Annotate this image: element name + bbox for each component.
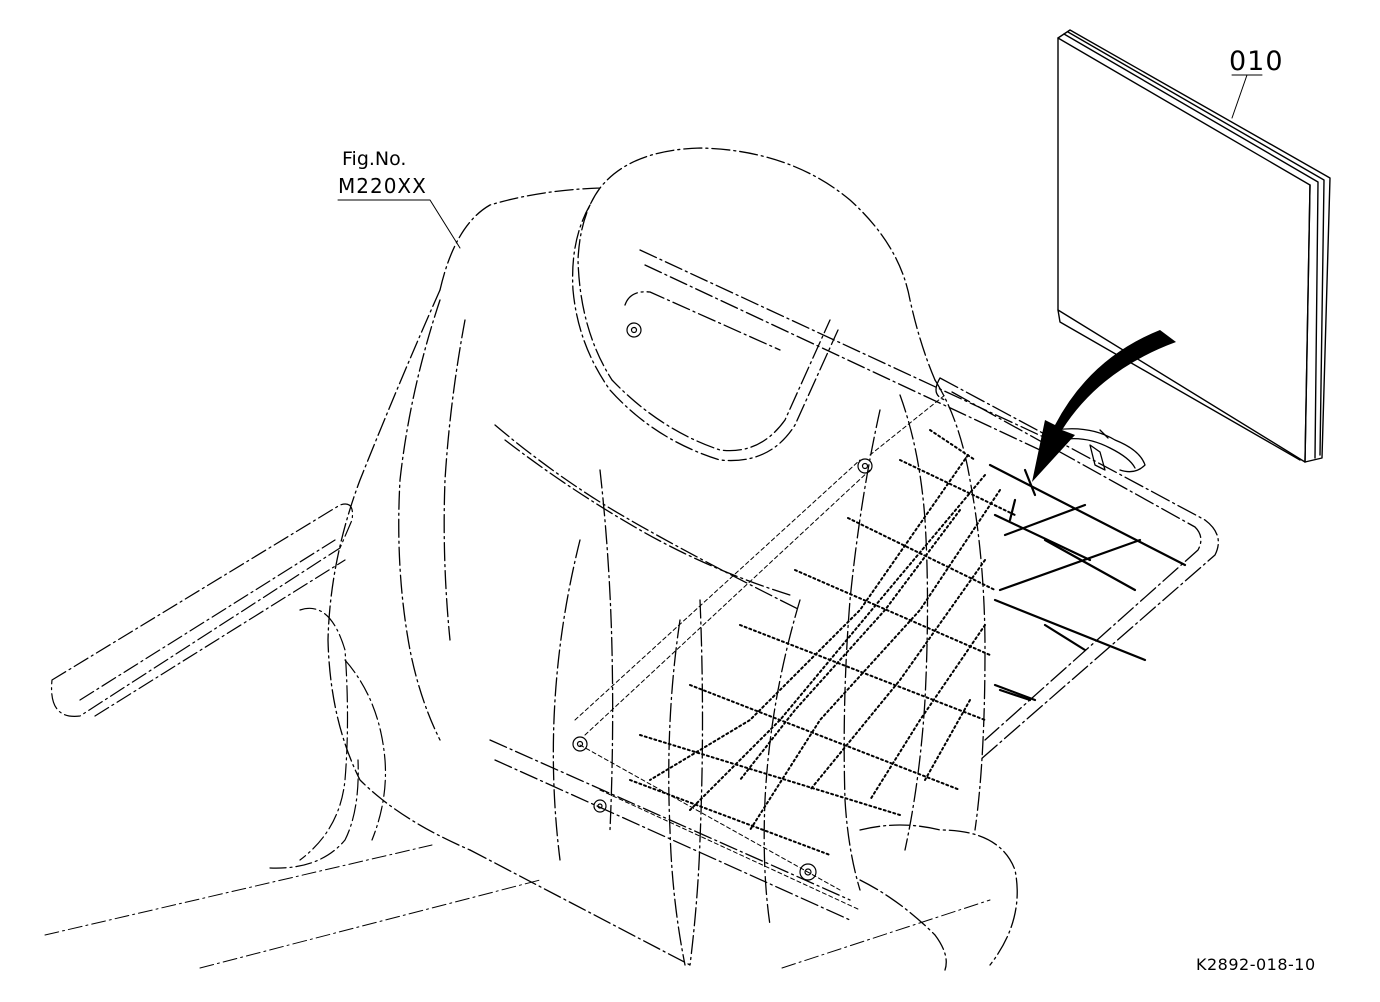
mounting-bolts — [572, 322, 873, 881]
figure-reference-label: Fig.No. — [342, 148, 407, 170]
figure-reference-code: M220XX — [338, 174, 427, 198]
tray-grid-hidden — [629, 429, 1016, 856]
insertion-arrow — [1032, 330, 1176, 482]
part-number-callout: 010 — [1229, 46, 1284, 77]
rear-storage-tray — [859, 377, 1219, 971]
drawing-id: K2892-018-10 — [1196, 955, 1316, 974]
tray-clip — [1054, 428, 1146, 473]
floor-lines — [44, 844, 991, 969]
seat-frame-hidden — [574, 394, 946, 911]
seat-backrest-outline — [327, 147, 1051, 966]
left-armrest — [50, 503, 387, 869]
tray-grid-solid — [988, 463, 1187, 702]
leader-lines — [337, 74, 1263, 249]
operator-manual — [1057, 29, 1331, 463]
